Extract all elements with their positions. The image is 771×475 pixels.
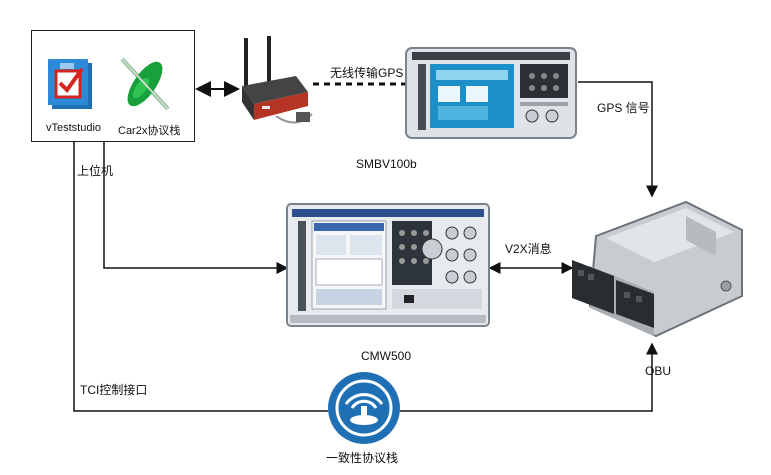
cmw500-device-icon [286, 203, 490, 327]
gps-signal-link [578, 81, 658, 198]
smbv100b-device-icon [405, 47, 577, 139]
gps-signal-label: GPS 信号 [597, 101, 650, 115]
conformance-stack-logo-icon [328, 372, 400, 444]
cmw500-caption: CMW500 [361, 349, 412, 363]
wireless-gps-label: 无线传输GPS [330, 66, 404, 80]
obu-device-icon [572, 200, 743, 338]
host-pc-caption: 上位机 [77, 164, 114, 178]
smbv100b-caption: SMBV100b [356, 157, 417, 171]
vteststudio-logo-icon [48, 59, 92, 109]
router-icon [242, 36, 313, 124]
v2x-message-label: V2X消息 [505, 242, 552, 256]
vteststudio-label: vTeststudio [46, 122, 102, 134]
host-pc-box: vTeststudio Car2x协议栈 [31, 30, 195, 142]
tci-link-right [400, 342, 658, 412]
obu-caption: OBU [645, 364, 672, 378]
pc-cmw-link [103, 142, 289, 274]
conformance-stack-caption: 一致性协议栈 [326, 451, 399, 465]
tci-link-left [73, 142, 328, 412]
tci-interface-label: TCI控制接口 [80, 383, 148, 397]
car2x-logo-icon [120, 57, 170, 111]
car2x-label: Car2x协议栈 [118, 125, 181, 137]
